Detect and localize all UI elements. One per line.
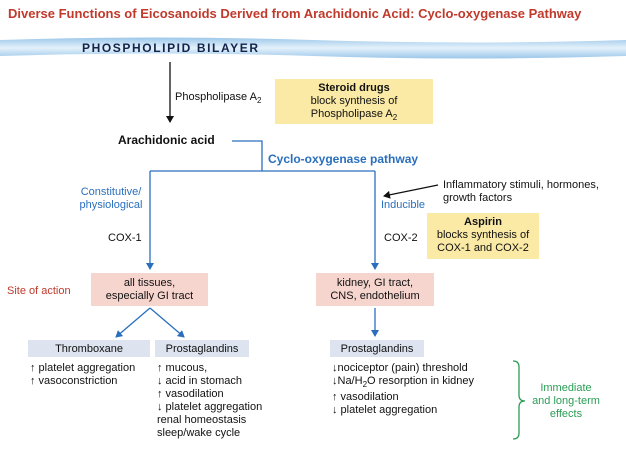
- thromboxane-effects-list: ↑ platelet aggregation ↑ vasoconstrictio…: [30, 362, 135, 388]
- to-thromboxane-arrow: [115, 307, 151, 338]
- pathway-connector: [232, 140, 263, 171]
- list-item: ↓ acid in stomach: [157, 375, 242, 387]
- list-item: ↓ platelet aggregation: [332, 404, 438, 417]
- steroid-box-line3: Phospholipase A2: [310, 108, 398, 123]
- steroid-box-line2: block synthesis of: [310, 95, 398, 107]
- list-item: ↓ platelet aggregation: [157, 401, 263, 413]
- cox1-label: COX-1: [108, 232, 142, 244]
- effects-bracket: [512, 360, 526, 440]
- prostaglandins-right-header: Prostaglandins: [330, 340, 424, 357]
- constitutive-label: Constitutive/ physiological: [79, 186, 143, 211]
- list-item: ↑ platelet aggregation: [30, 362, 136, 374]
- list-item: ↑ vasodilation: [332, 391, 399, 404]
- aspirin-box-title: Aspirin: [464, 216, 502, 228]
- list-item: ↑ mucous,: [157, 362, 208, 374]
- stimuli-label: Inflammatory stimuli, hormones, growth f…: [443, 179, 599, 204]
- arachidonic-acid-label: Arachidonic acid: [118, 133, 215, 147]
- list-item: ↓nociceptor (pain) threshold: [332, 362, 468, 374]
- inducible-label: Inducible: [381, 199, 426, 211]
- left-site-box: all tissues, especially GI tract: [91, 273, 208, 306]
- list-item: ↑ vasoconstriction: [30, 375, 118, 387]
- pathway-label: Cyclo-oxygenase pathway: [268, 152, 419, 166]
- steroid-drugs-box: Steroid drugs block synthesis of Phospho…: [275, 79, 433, 124]
- aspirin-box-line2: blocks synthesis of: [436, 229, 530, 241]
- to-prostaglandins-left-arrow: [149, 307, 185, 338]
- list-item: sleep/wake cycle: [157, 427, 241, 439]
- prostaglandins-left-header: Prostaglandins: [155, 340, 249, 357]
- effects-label: Immediate and long-term effects: [532, 382, 600, 420]
- aspirin-box: Aspirin blocks synthesis of COX-1 and CO…: [427, 213, 539, 259]
- diagram-title: Diverse Functions of Eicosanoids Derived…: [8, 6, 582, 21]
- thromboxane-header: Thromboxane: [28, 340, 150, 357]
- site-of-action-label: Site of action: [7, 285, 71, 297]
- phospholipase-label: Phospholipase A2: [175, 91, 262, 106]
- steroid-box-title: Steroid drugs: [318, 82, 390, 94]
- list-item: ↑ vasodilation: [157, 388, 224, 400]
- list-item: ↓Na/H2O resorption in kidney: [332, 375, 475, 390]
- phospholipid-bilayer-band: [0, 37, 626, 59]
- aspirin-box-line3: COX-1 and COX-2: [437, 242, 529, 254]
- prostaglandins-right-effects-list: ↓nociceptor (pain) threshold ↓Na/H2O res…: [332, 362, 474, 417]
- stimuli-arrow: [383, 184, 439, 199]
- cox2-label: COX-2: [384, 232, 418, 244]
- right-site-box: kidney, GI tract, CNS, endothelium: [316, 273, 434, 306]
- list-item: renal homeostasis: [157, 414, 247, 426]
- prostaglandins-left-effects-list: ↑ mucous, ↓ acid in stomach ↑ vasodilati…: [157, 362, 262, 440]
- membrane-label: PHOSPHOLIPID BILAYER: [82, 41, 260, 55]
